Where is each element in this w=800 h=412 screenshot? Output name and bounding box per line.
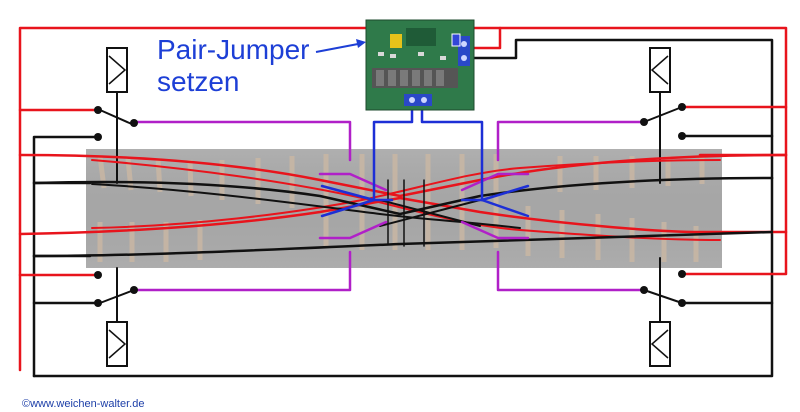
arrow-icon: [315, 39, 366, 53]
decoder-board: [365, 19, 475, 111]
rails: [18, 153, 788, 258]
blue-wiring: [320, 102, 530, 218]
point-motor-bottom-right: [649, 321, 671, 367]
switch-contact-icon: [678, 270, 686, 278]
switch-contact-icon: [640, 286, 648, 294]
right-wiring: [496, 97, 788, 323]
point-motor-top-right: [649, 47, 671, 98]
terminal-block-icon: [404, 94, 432, 106]
switch-contact-icon: [130, 119, 138, 127]
switch-contact-icon: [94, 299, 102, 307]
switch-contact-icon: [94, 133, 102, 141]
switch-contact-icon: [678, 299, 686, 307]
switch-contact-icon: [130, 286, 138, 294]
switch-contact-icon: [94, 106, 102, 114]
switch-contact-icon: [94, 271, 102, 279]
point-motor-bottom-left: [106, 321, 128, 367]
terminal-block-icon: [458, 36, 470, 66]
point-motor-top-left: [106, 47, 128, 98]
switch-contacts: [94, 103, 686, 307]
point-motor-icon: [650, 55, 669, 85]
callout-line-1: Pair-Jumper: [157, 34, 310, 65]
pair-jumper: [451, 33, 461, 47]
switch-contact-icon: [678, 132, 686, 140]
switch-contact-icon: [640, 118, 648, 126]
outer-black-loop: [32, 38, 774, 378]
callout-line-2: setzen: [157, 66, 240, 97]
left-wiring: [18, 97, 352, 378]
copyright-notice: ©www.weichen-walter.de: [22, 398, 145, 410]
switch-contact-icon: [678, 103, 686, 111]
point-motor-icon: [650, 329, 669, 359]
pair-jumper-callout: Pair-Jumper setzen: [157, 34, 309, 98]
point-motor-icon: [108, 329, 127, 359]
point-motor-icon: [108, 55, 127, 85]
